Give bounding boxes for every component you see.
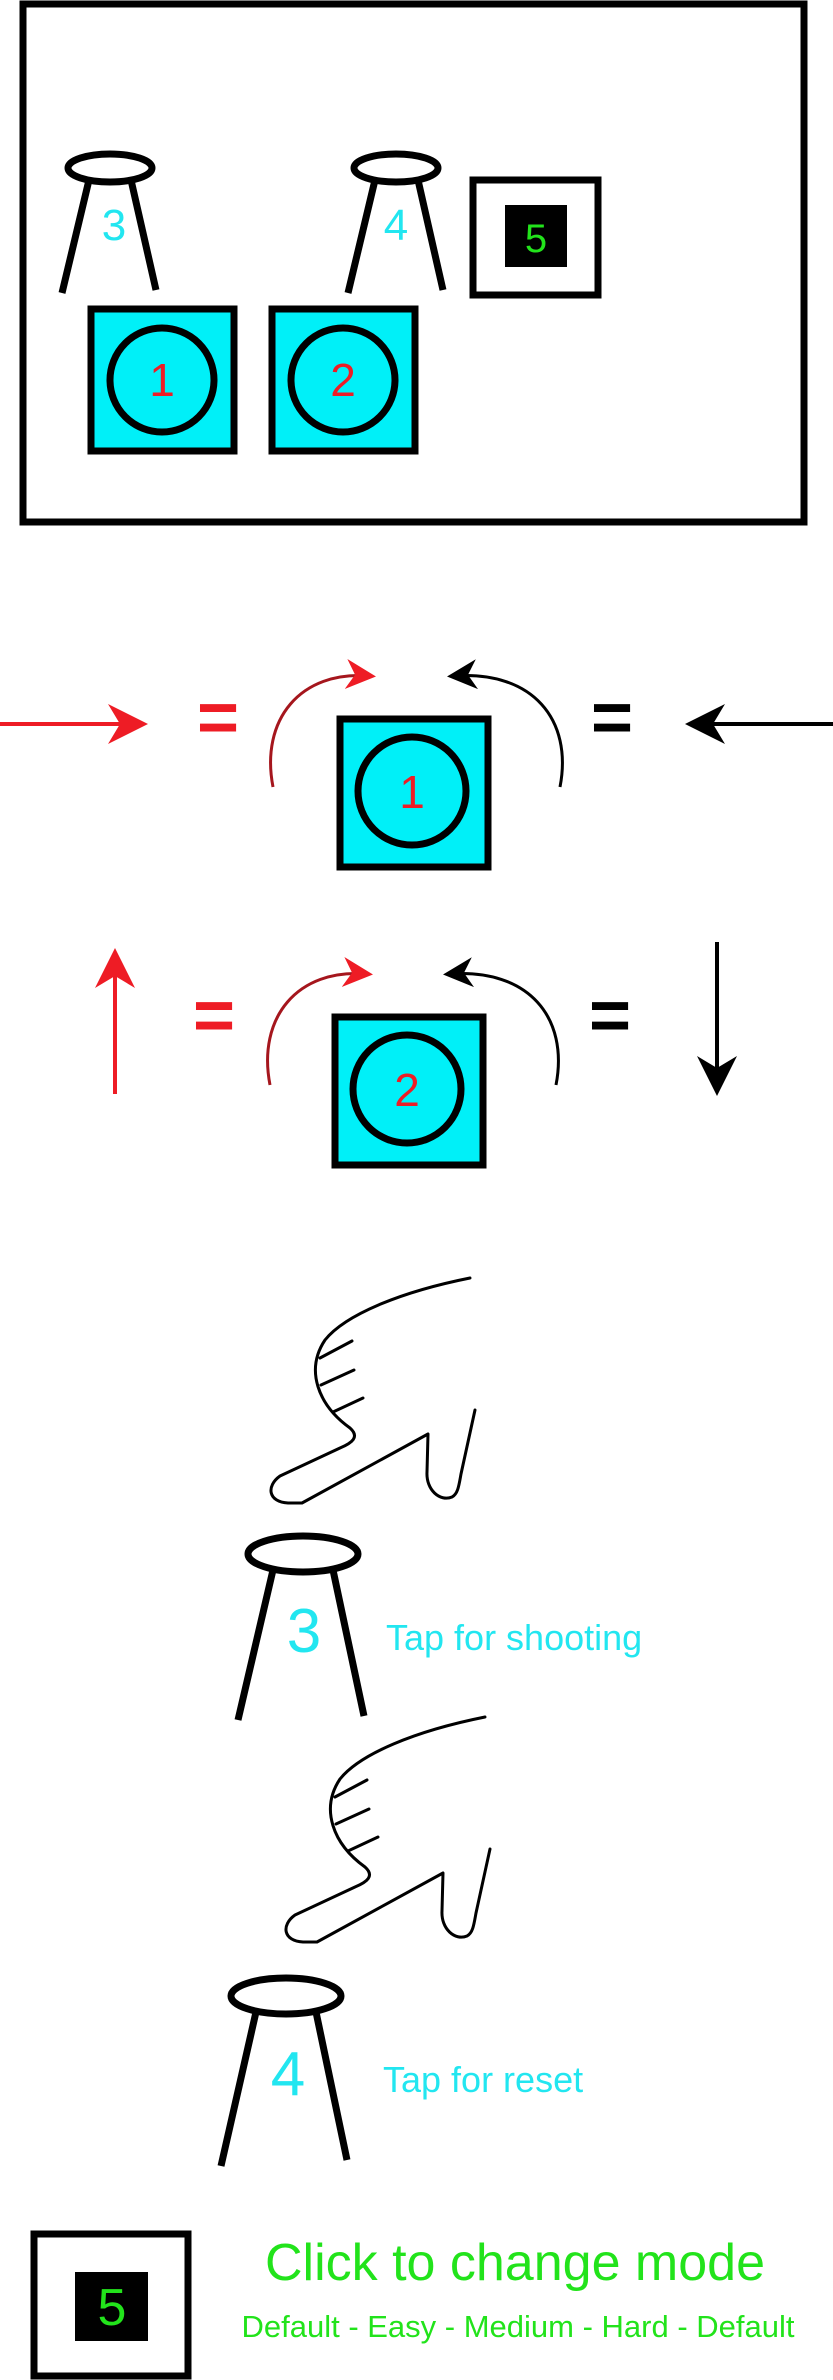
stool-number: 4 xyxy=(384,201,408,250)
clockwise-arrow-icon xyxy=(269,659,376,788)
pointing-hand-icon xyxy=(284,1715,492,1944)
tap-reset-section: 4 Tap for reset xyxy=(217,1715,583,2167)
reset-stool-icon: 4 xyxy=(217,1974,351,2167)
legend-row-vertical: = 2 = xyxy=(95,942,737,1169)
joystick-number: 1 xyxy=(399,766,425,818)
move-joystick-vertical[interactable]: 2 xyxy=(268,305,419,455)
mode-button[interactable]: 5 xyxy=(469,176,602,299)
shoot-stool-icon[interactable]: 3 xyxy=(58,150,160,294)
game-preview-panel: 3 4 5 1 2 xyxy=(19,0,808,526)
tap-reset-label: Tap for reset xyxy=(383,2059,583,2100)
tap-shoot-section: 3 Tap for shooting xyxy=(234,1276,642,1721)
mode-button-number: 5 xyxy=(98,2279,127,2337)
joystick-number: 2 xyxy=(330,354,356,406)
mode-section: 5 Click to change mode Default - Easy - … xyxy=(30,2230,795,2380)
stool-number: 3 xyxy=(102,201,126,250)
joystick-number: 1 xyxy=(149,354,175,406)
mode-cycle-list: Default - Easy - Medium - Hard - Default xyxy=(241,2309,794,2344)
equals-sign: = xyxy=(591,678,633,758)
equals-sign: = xyxy=(589,976,631,1056)
move-joystick-horizontal[interactable]: 1 xyxy=(87,305,238,455)
joystick-icon: 2 xyxy=(331,1013,487,1169)
joystick-number: 2 xyxy=(394,1064,420,1116)
mode-button-number: 5 xyxy=(525,217,547,261)
reset-stool-icon[interactable]: 4 xyxy=(344,150,447,294)
equals-sign: = xyxy=(193,976,235,1056)
legend-row-horizontal: = 1 = xyxy=(0,659,833,871)
clockwise-arrow-icon xyxy=(266,957,373,1086)
tap-shoot-label: Tap for shooting xyxy=(386,1617,642,1658)
joystick-icon: 1 xyxy=(336,715,492,871)
shoot-stool-icon: 3 xyxy=(234,1532,368,1721)
stool-number: 3 xyxy=(287,1597,321,1666)
counterclockwise-arrow-icon xyxy=(447,659,564,788)
counterclockwise-arrow-icon xyxy=(443,957,560,1086)
pointing-hand-icon xyxy=(269,1276,477,1505)
stool-number: 4 xyxy=(271,2040,305,2109)
mode-button[interactable]: 5 xyxy=(30,2230,192,2380)
mode-title: Click to change mode xyxy=(265,2234,765,2292)
equals-sign: = xyxy=(197,678,239,758)
